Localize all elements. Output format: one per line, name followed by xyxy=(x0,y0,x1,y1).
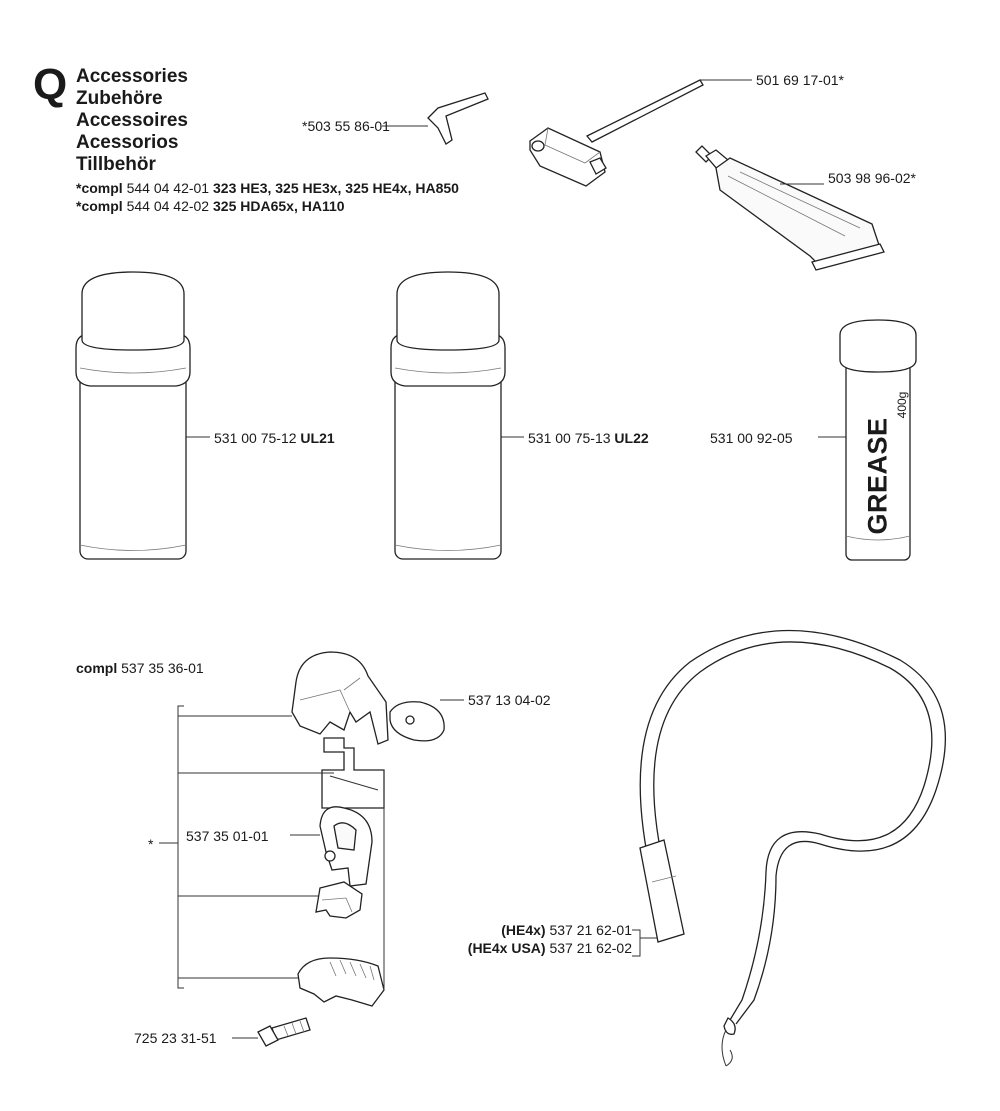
grease-can-label: GREASE xyxy=(862,417,893,535)
grease-can-drawing xyxy=(840,320,916,560)
grease-can-weight: 400g xyxy=(895,391,909,419)
title-swedish: Tillbehör xyxy=(76,154,156,175)
grease-tube-drawing xyxy=(696,146,884,270)
part-label-knob: 537 13 04-02 xyxy=(468,692,551,708)
spray-can-ul22-drawing xyxy=(391,272,505,559)
part-label-hex-key: *503 55 86-01 xyxy=(302,118,390,134)
handle-kit-drawing xyxy=(258,652,444,1046)
section-letter: Q xyxy=(33,60,68,109)
kit-line-1: *compl 544 04 42-01 323 HE3, 325 HE3x, 3… xyxy=(76,180,459,196)
part-label-grease-can: 531 00 92-05 xyxy=(710,430,793,446)
title-french: Accessoires xyxy=(76,110,188,131)
bracket-asterisk: * xyxy=(148,836,154,852)
harness-strap-drawing xyxy=(632,630,945,1066)
hex-key-drawing xyxy=(428,93,488,144)
combination-wrench-drawing xyxy=(530,80,703,186)
title-english: Accessories xyxy=(76,66,188,87)
part-label-spray-ul22: 531 00 75-13 UL22 xyxy=(528,430,649,446)
part-label-spray-ul21: 531 00 75-12 UL21 xyxy=(214,430,335,446)
spray-can-ul21-drawing xyxy=(76,272,190,559)
title-german: Zubehöre xyxy=(76,88,163,109)
leader-lines xyxy=(186,80,846,437)
part-label-d-handle: 537 35 01-01 xyxy=(186,828,269,844)
part-label-harness-1: (HE4x) 537 21 62-01 xyxy=(501,922,632,938)
part-label-harness-2: (HE4x USA) 537 21 62-02 xyxy=(467,940,632,956)
part-label-handle-kit: compl 537 35 36-01 xyxy=(76,660,204,676)
part-label-screw: 725 23 31-51 xyxy=(134,1030,217,1046)
kit-line-2: *compl 544 04 42-02 325 HDA65x, HA110 xyxy=(76,198,345,214)
part-label-grease-tube: 503 98 96-02* xyxy=(828,170,916,186)
handle-kit-bracket xyxy=(159,700,464,1038)
title-spanish: Acessorios xyxy=(76,132,179,153)
part-label-combi-wrench: 501 69 17-01* xyxy=(756,72,844,88)
